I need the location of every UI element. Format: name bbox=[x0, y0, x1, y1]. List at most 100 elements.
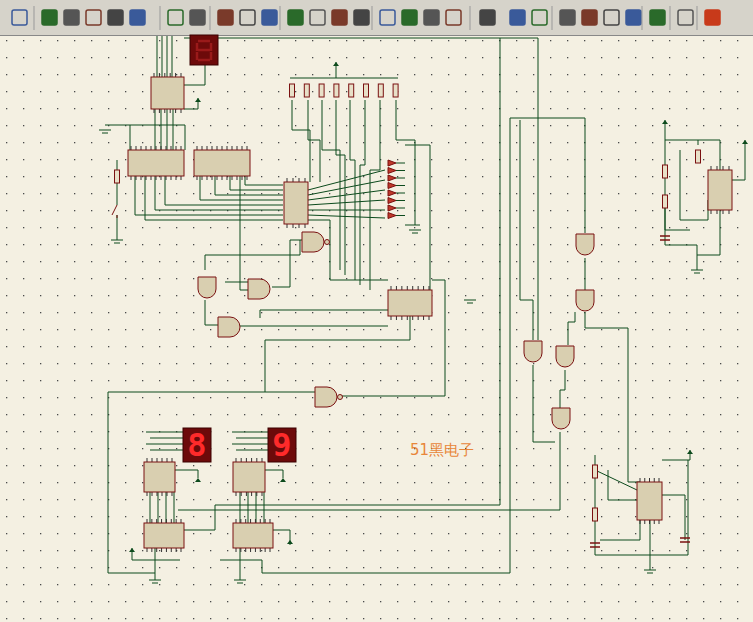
power-terminal bbox=[662, 120, 668, 124]
and-gate bbox=[218, 317, 240, 337]
inverter-bubble bbox=[338, 395, 343, 400]
wire bbox=[533, 365, 555, 442]
ic-pin bbox=[207, 146, 208, 150]
ic-pin bbox=[141, 146, 142, 150]
ic-pin bbox=[202, 176, 203, 180]
resistor-symbol bbox=[115, 170, 120, 183]
wires bbox=[105, 36, 745, 580]
ic-pin bbox=[164, 73, 165, 77]
wire bbox=[174, 492, 175, 523]
ic-pin bbox=[154, 109, 155, 113]
led-lead bbox=[396, 208, 405, 209]
wire bbox=[184, 98, 198, 109]
ic-pin bbox=[176, 519, 177, 523]
wire bbox=[308, 200, 385, 205]
ic-pin bbox=[255, 519, 256, 523]
ic-pin bbox=[418, 316, 419, 320]
ic-pin bbox=[391, 316, 392, 320]
ic-pin bbox=[429, 316, 430, 320]
led-symbol bbox=[388, 198, 396, 204]
power-terminal bbox=[742, 140, 748, 144]
wire bbox=[360, 100, 365, 285]
ic-pin bbox=[147, 458, 148, 462]
wire bbox=[178, 432, 560, 510]
ic-pin bbox=[157, 492, 158, 496]
switch-symbol bbox=[112, 205, 117, 218]
power-terminal bbox=[687, 450, 693, 454]
toolbar-icon bbox=[650, 10, 665, 25]
ground-symbol bbox=[691, 270, 703, 273]
wire bbox=[340, 280, 445, 396]
ic-pin bbox=[240, 548, 241, 552]
wire bbox=[105, 125, 130, 150]
gate-body bbox=[248, 279, 270, 299]
ground-symbol bbox=[234, 580, 246, 583]
ic-pin bbox=[152, 458, 153, 462]
wire bbox=[273, 530, 290, 545]
wire bbox=[108, 392, 315, 393]
ic-pin bbox=[654, 520, 655, 524]
ic-pin bbox=[146, 146, 147, 150]
wire bbox=[265, 316, 410, 392]
resistor-symbol bbox=[334, 84, 339, 97]
seven-segment-display bbox=[268, 428, 296, 462]
ic-pin bbox=[170, 73, 171, 77]
resistor-symbol bbox=[304, 84, 309, 97]
ic-pin bbox=[260, 519, 261, 523]
ic-pin bbox=[247, 176, 248, 180]
ic-pin bbox=[236, 458, 237, 462]
ic-pin bbox=[265, 548, 266, 552]
ic-chip bbox=[388, 290, 432, 316]
resistor-symbol bbox=[290, 84, 295, 97]
ic-pin bbox=[240, 519, 241, 523]
wire bbox=[264, 492, 265, 523]
ic-pin bbox=[151, 146, 152, 150]
wire bbox=[336, 100, 345, 275]
grid-dots bbox=[0, 36, 753, 622]
ic-pin bbox=[147, 492, 148, 496]
toolbar-icon bbox=[218, 10, 233, 25]
wire bbox=[236, 450, 268, 451]
ic-pin bbox=[649, 478, 650, 482]
wire bbox=[200, 176, 283, 200]
toolbar-separator bbox=[670, 6, 671, 30]
led-lead bbox=[396, 193, 405, 194]
ic-pin bbox=[711, 210, 712, 214]
wire bbox=[150, 492, 151, 523]
led-symbol bbox=[388, 213, 396, 219]
and-gate bbox=[552, 408, 570, 429]
resistor-symbol bbox=[593, 508, 598, 521]
ic-pin bbox=[151, 548, 152, 552]
wire bbox=[595, 470, 637, 490]
resistor-symbol bbox=[349, 84, 354, 97]
ic-pin bbox=[429, 286, 430, 290]
ic-pin bbox=[171, 519, 172, 523]
wire bbox=[680, 150, 708, 220]
ic-pin bbox=[391, 286, 392, 290]
capacitor-symbol bbox=[590, 543, 600, 547]
ic-chip bbox=[708, 170, 732, 210]
ic-pin bbox=[640, 520, 641, 524]
resistor-symbol bbox=[393, 84, 398, 97]
power-terminal bbox=[195, 478, 201, 482]
ic-pin bbox=[729, 210, 730, 214]
inverter-bubble bbox=[325, 240, 330, 245]
ic-pin bbox=[299, 224, 300, 228]
toolbar-icon bbox=[332, 10, 347, 25]
wire bbox=[132, 548, 180, 560]
wire bbox=[308, 190, 385, 200]
ic-pin bbox=[141, 176, 142, 180]
ic-pin bbox=[270, 519, 271, 523]
ic-pin bbox=[161, 548, 162, 552]
resistor-symbol bbox=[364, 84, 369, 97]
wire bbox=[145, 176, 283, 220]
toolbar-separator bbox=[642, 6, 643, 30]
ic-chips bbox=[128, 73, 732, 552]
ic-pin bbox=[412, 286, 413, 290]
ic-pin bbox=[131, 146, 132, 150]
ic-pin bbox=[159, 109, 160, 113]
ic-pin bbox=[172, 492, 173, 496]
ic-pin bbox=[246, 492, 247, 496]
ic-pin bbox=[270, 548, 271, 552]
ic-pin bbox=[659, 520, 660, 524]
